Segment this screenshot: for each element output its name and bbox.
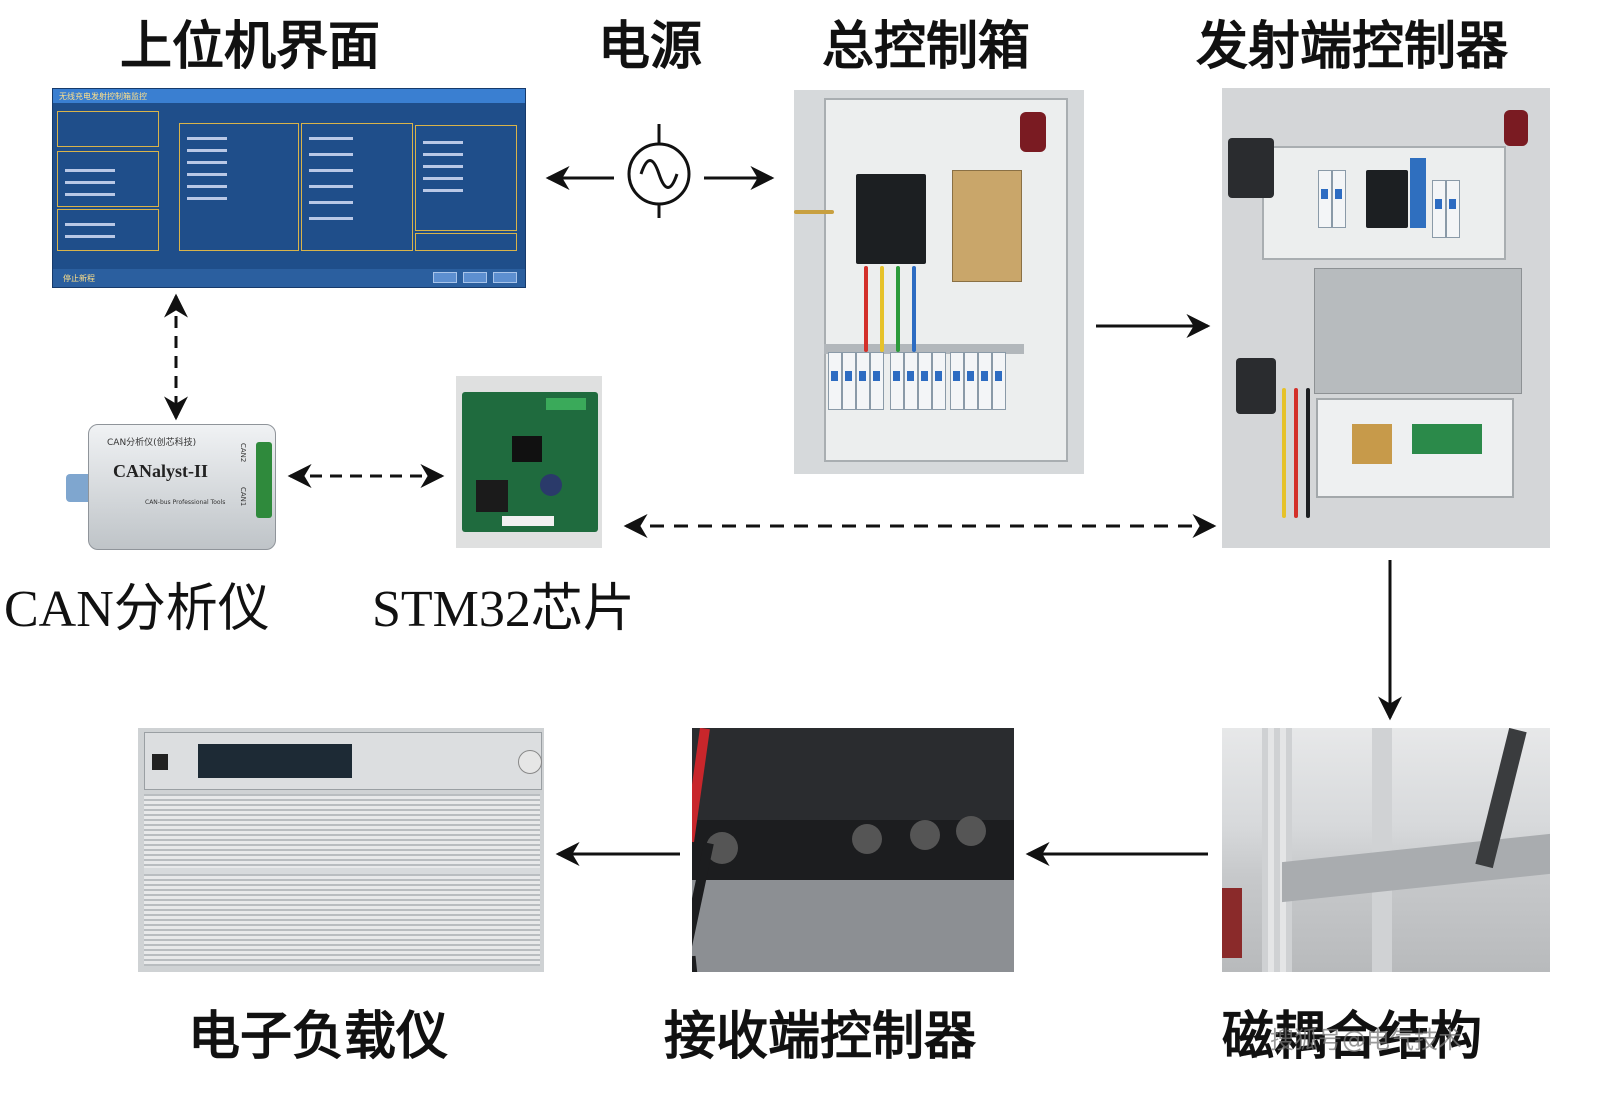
ui-button-3[interactable]	[493, 272, 517, 283]
label-coupling: 磁耦合结构	[1222, 1006, 1483, 1067]
label-master-box: 总控制箱	[822, 16, 1031, 77]
tx-controller-photo	[1222, 88, 1550, 548]
host-ui-screenshot: 无线充电发射控制箱监控 停止新程	[52, 88, 526, 288]
power-supply-unit	[952, 170, 1022, 282]
can2-port-label: CAN2	[239, 443, 247, 463]
coupling-structure-photo	[1222, 728, 1550, 972]
ui-button-2[interactable]	[463, 272, 487, 283]
label-load: 电子负载仪	[188, 1006, 449, 1067]
label-host-ui: 上位机界面	[120, 16, 381, 77]
can-brand-text: CAN分析仪(创芯科技)	[107, 438, 197, 448]
ui-panel-misc	[415, 233, 517, 251]
ui-status-text: 停止新程	[63, 274, 95, 283]
ui-panel-fault	[415, 125, 517, 231]
ui-panel-mode	[57, 209, 159, 251]
label-stm32: STM32芯片	[372, 581, 635, 638]
watermark: 搜狐号@电气技术	[1270, 1026, 1462, 1054]
label-tx-controller: 发射端控制器	[1196, 16, 1509, 77]
inverter-module	[1314, 268, 1522, 394]
master-box-photo	[794, 90, 1084, 474]
can-device-body: CAN分析仪(创芯科技) CANalyst-II CAN-bus Profess…	[88, 424, 276, 550]
label-can-analyzer: CAN分析仪	[4, 581, 270, 638]
ui-window-title: 无线充电发射控制箱监控	[59, 92, 147, 101]
can1-port-label: CAN1	[239, 487, 247, 507]
ui-panel-power	[179, 123, 299, 251]
can-model-text: CANalyst-II	[113, 461, 209, 481]
breaker-block	[856, 174, 926, 264]
can-analyzer-photo: CAN分析仪(创芯科技) CANalyst-II CAN-bus Profess…	[60, 420, 290, 550]
stm32-board-photo	[456, 376, 602, 548]
ui-panel-status	[301, 123, 413, 251]
label-power: 电源	[598, 16, 703, 77]
ui-button-1[interactable]	[433, 272, 457, 283]
ac-power-source-icon	[627, 124, 691, 218]
electronic-load-photo	[138, 728, 544, 972]
label-rx-controller: 接收端控制器	[664, 1006, 977, 1067]
rx-controller-photo	[692, 728, 1014, 972]
ui-panel-can	[57, 111, 159, 147]
can-subline-text: CAN-bus Professional Tools	[145, 499, 226, 506]
ui-title-bar: 无线充电发射控制箱监控	[53, 89, 525, 103]
ui-bottom-bar: 停止新程	[53, 269, 525, 287]
ui-panel-settings	[57, 151, 159, 207]
